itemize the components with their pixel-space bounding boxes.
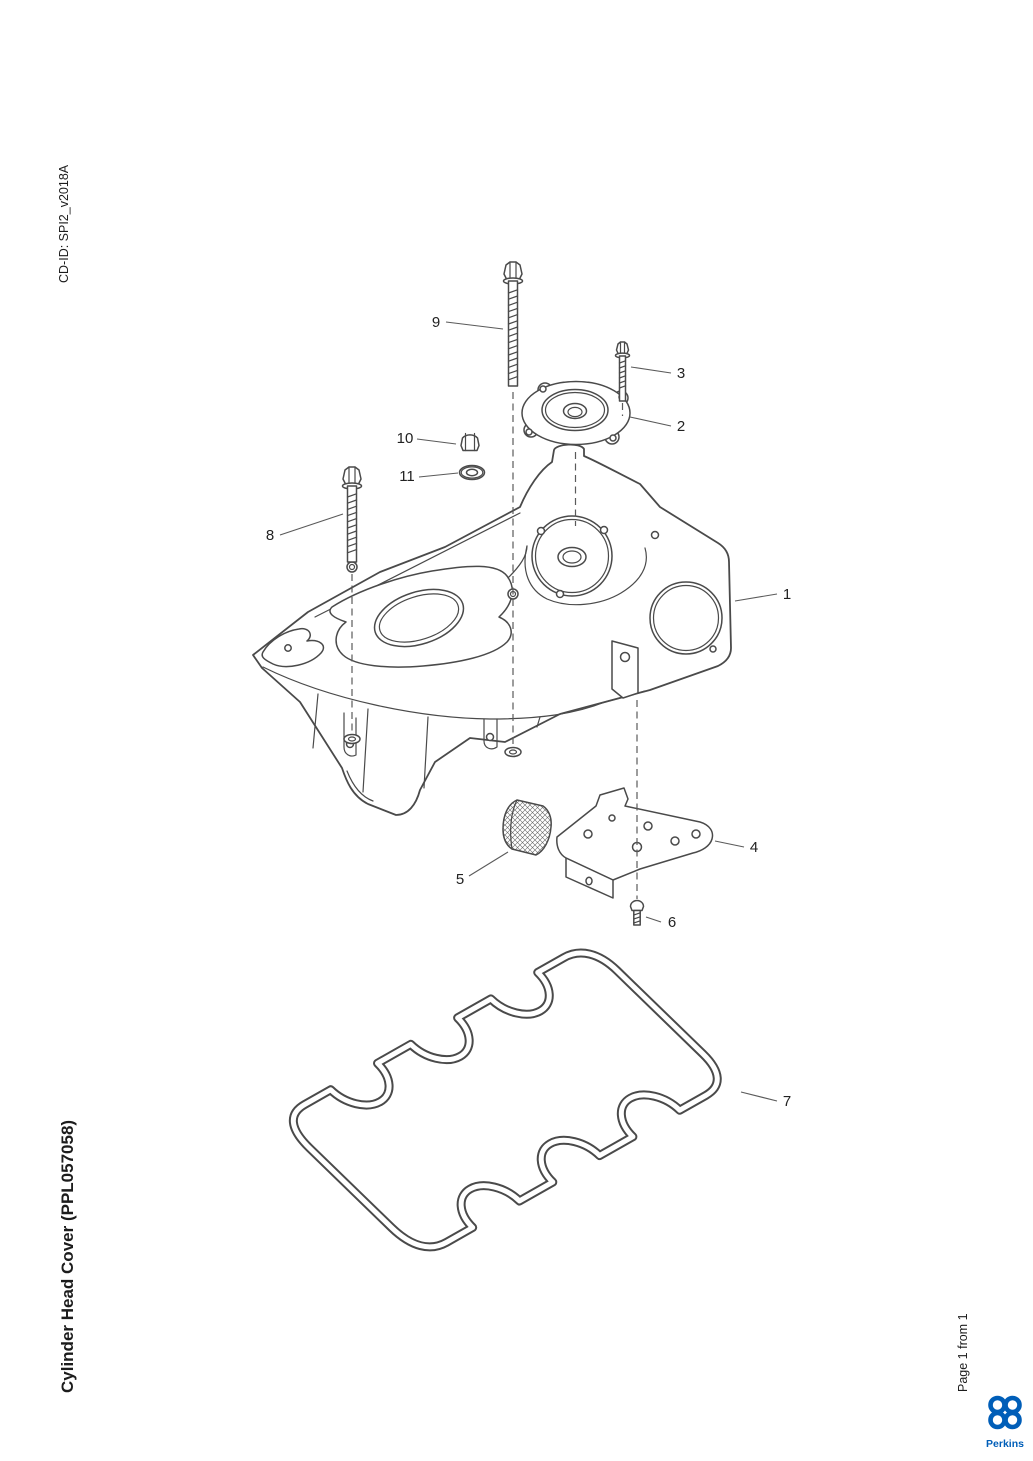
callout-2: 2 xyxy=(629,416,685,435)
callout-9-label: 9 xyxy=(432,314,440,331)
callout-3: 3 xyxy=(630,365,685,382)
callout-1-label: 1 xyxy=(783,586,791,603)
callout-10: 10 xyxy=(397,430,457,447)
part-filter-element xyxy=(502,799,552,856)
brand-name: Perkins xyxy=(986,1438,1024,1450)
assembly-centerlines xyxy=(351,392,638,899)
part-screw-9 xyxy=(502,261,524,387)
part-screw-6 xyxy=(629,899,645,926)
part-screw-8 xyxy=(341,466,363,563)
callout-11-label: 11 xyxy=(399,468,415,485)
callout-5-label: 5 xyxy=(456,871,464,888)
cd-id-label: CD-ID: SPI2_v2018A xyxy=(57,164,71,283)
part-washer xyxy=(458,464,486,481)
callouts: 9 3 2 10 11 8 xyxy=(266,314,791,1110)
perkins-emblem-icon xyxy=(988,1395,1022,1430)
part-gasket xyxy=(279,943,731,1256)
callout-10-label: 10 xyxy=(397,430,414,447)
part-breather-cover xyxy=(521,380,631,446)
perkins-logo: Perkins xyxy=(980,1394,1030,1450)
callout-7: 7 xyxy=(740,1091,791,1110)
callout-1: 1 xyxy=(734,586,791,603)
page-indicator: Page 1 from 1 xyxy=(956,1313,970,1392)
callout-8-label: 8 xyxy=(266,527,274,544)
callout-7-label: 7 xyxy=(783,1093,791,1110)
part-cylinder-head-cover xyxy=(252,443,732,816)
callout-3-label: 3 xyxy=(677,365,685,382)
page-title: Cylinder Head Cover (PPL057058) xyxy=(58,1119,77,1393)
callout-11: 11 xyxy=(399,468,459,485)
callout-5: 5 xyxy=(456,851,509,888)
callout-6-label: 6 xyxy=(668,914,676,931)
callout-6: 6 xyxy=(645,914,676,931)
callout-2-label: 2 xyxy=(677,418,685,435)
part-cap-nut xyxy=(460,432,480,452)
part-screw-3 xyxy=(614,341,631,402)
callout-4-label: 4 xyxy=(750,839,758,856)
callout-4: 4 xyxy=(714,839,758,856)
callout-8: 8 xyxy=(266,513,344,544)
callout-9: 9 xyxy=(432,314,504,331)
part-bracket xyxy=(556,787,714,899)
